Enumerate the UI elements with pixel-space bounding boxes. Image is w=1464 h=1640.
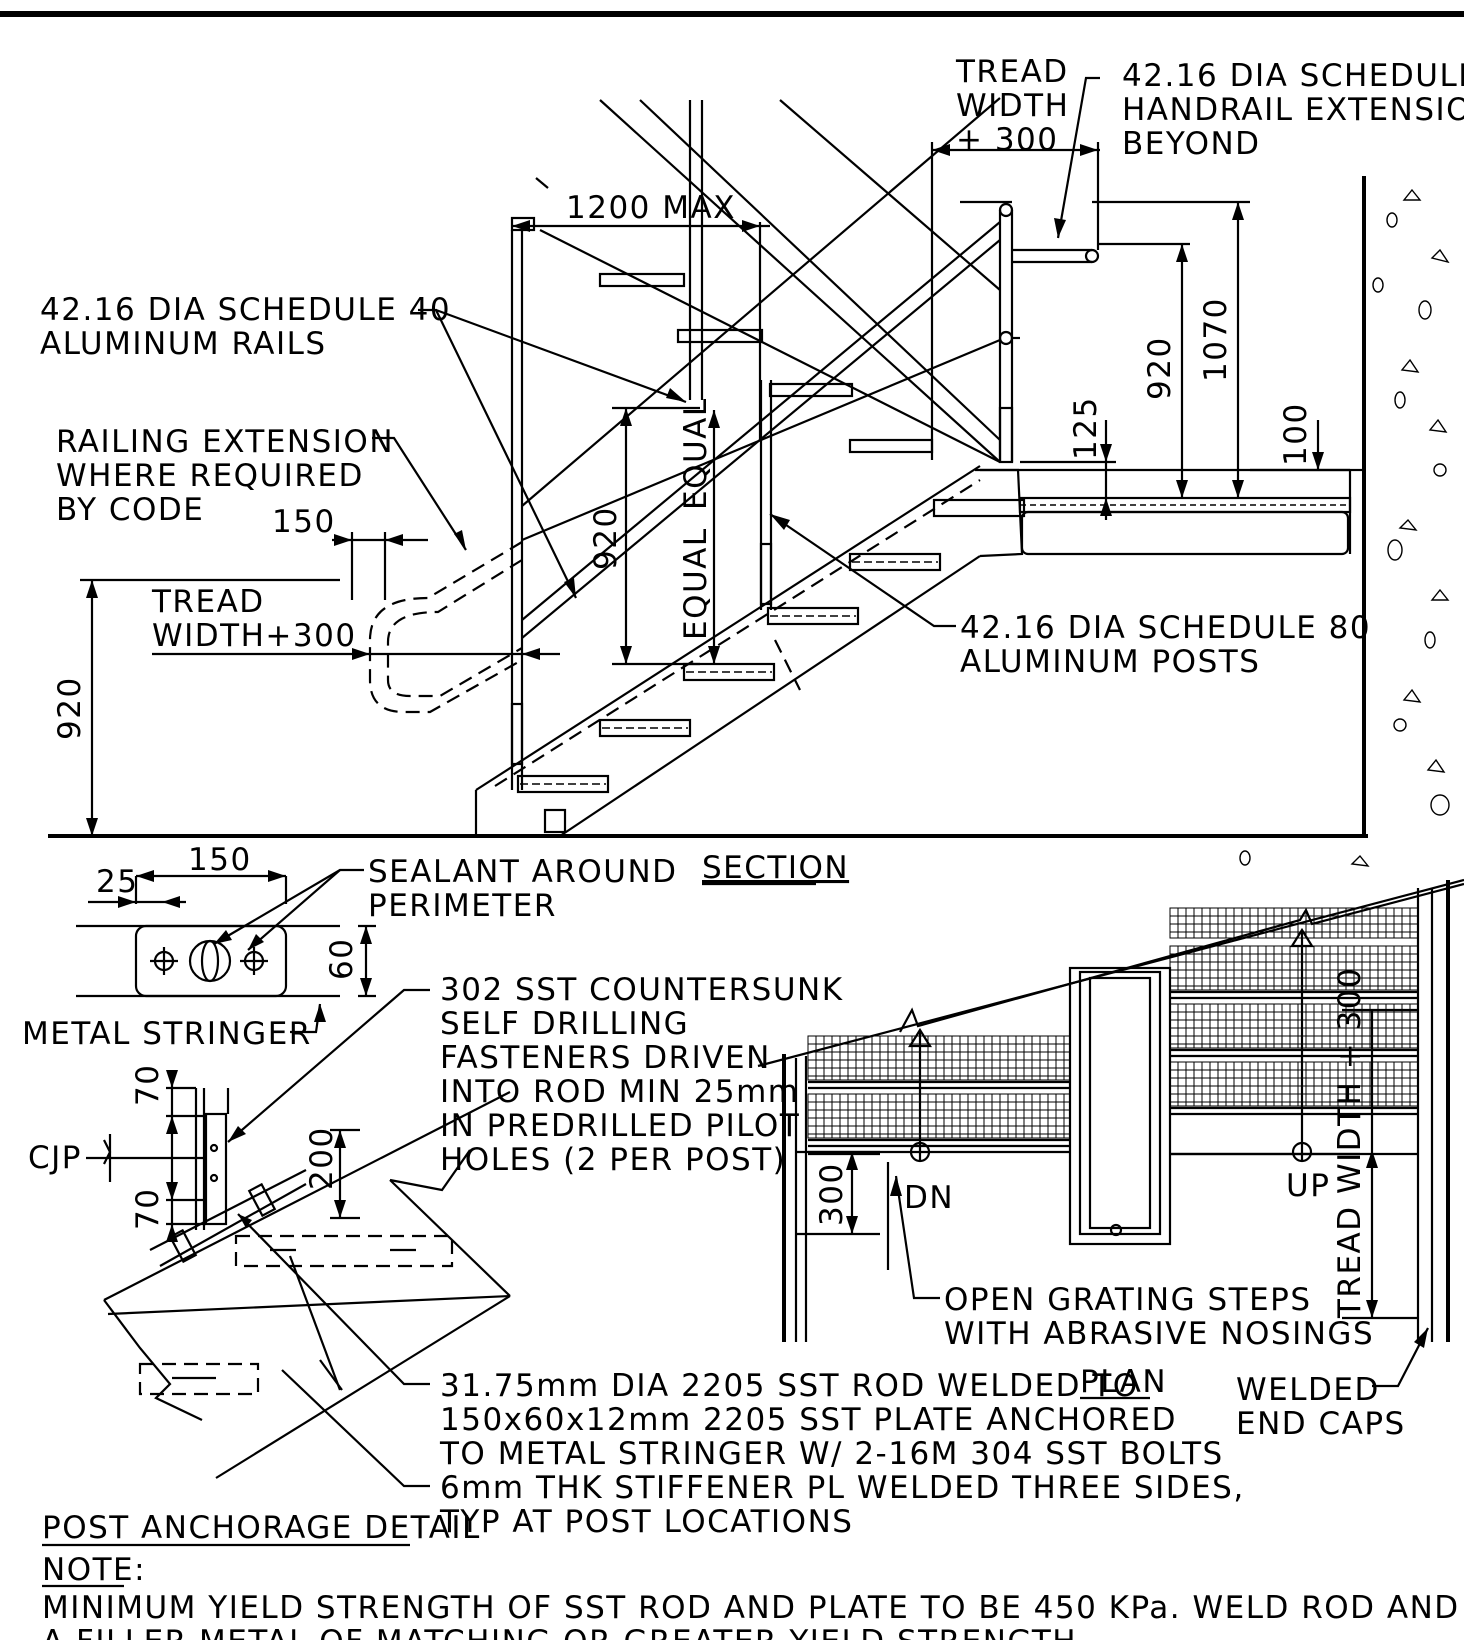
tread-width-top-3: + 300	[956, 122, 1059, 158]
fasteners-line6: HOLES (2 PER POST)	[440, 1142, 786, 1178]
fasteners-line2: SELF DRILLING	[440, 1006, 689, 1042]
fasteners-line4: INTO ROD MIN 25mm	[440, 1074, 799, 1110]
tread-width-left-2: WIDTH+300	[152, 618, 357, 654]
railing-extension	[368, 541, 523, 714]
posts-line1: 42.16 DIA SCHEDULE 80	[960, 610, 1371, 646]
dim-920-landing: 920	[1142, 336, 1178, 400]
fasteners-line3: FASTENERS DRIVEN	[440, 1040, 771, 1076]
concrete-hatch	[1239, 188, 1450, 867]
sealant-line1: SEALANT AROUND	[368, 854, 678, 890]
tread-width-top-1: TREAD	[955, 54, 1069, 90]
detail-dim-70a: 70	[130, 1064, 166, 1106]
dim-920-left: 920	[52, 676, 88, 740]
plan-tread-width: TREAD WIDTH + 300	[1332, 967, 1368, 1319]
plan-dim-300: 300	[814, 1162, 850, 1226]
posts-line2: ALUMINUM POSTS	[960, 644, 1260, 680]
grating-steps	[807, 907, 1419, 1139]
dim-920-mid: 920	[588, 506, 624, 570]
post-anchorage-title: POST ANCHORAGE DETAIL	[42, 1510, 481, 1546]
plan-view: DN UP 300 TREAD WIDTH + 300 OPEN GRATING…	[757, 878, 1464, 1442]
rod-line2: 150x60x12mm 2205 SST PLATE ANCHORED	[440, 1402, 1177, 1438]
stringer-bottom	[559, 555, 981, 837]
rod-line4: 6mm THK STIFFENER PL WELDED THREE SIDES,	[440, 1470, 1245, 1506]
tread-width-left-1: TREAD	[151, 584, 265, 620]
handrail-ext-line2: HANDRAIL EXTENSION	[1122, 92, 1464, 128]
stair-treads	[516, 498, 1026, 834]
dim-equal-1: EQUAL	[678, 527, 714, 640]
grating-line1: OPEN GRATING STEPS	[944, 1282, 1312, 1318]
dim-1200-max: 1200 MAX	[566, 190, 736, 226]
handrail-ext-line3: BEYOND	[1122, 126, 1261, 162]
detail-dim-150: 150	[188, 842, 252, 878]
dim-125: 125	[1068, 396, 1104, 460]
section-labels: 42.16 DIA SCHEDULE 4 HANDRAIL EXTENSION …	[40, 54, 1464, 886]
fasteners-line1: 302 SST COUNTERSUNK	[440, 972, 844, 1008]
railing-ext-line3: BY CODE	[56, 492, 204, 528]
section-title: SECTION	[702, 850, 849, 886]
plan-up: UP	[1286, 1168, 1330, 1204]
handrail-ext-line1: 42.16 DIA SCHEDULE 4	[1122, 58, 1464, 94]
cjp-label: CJP	[28, 1140, 82, 1176]
section-arrowheads	[86, 144, 1324, 836]
rod-line3: TO METAL STRINGER W/ 2-16M 304 SST BOLTS	[439, 1436, 1224, 1472]
note-line1: MINIMUM YIELD STRENGTH OF SST ROD AND PL…	[42, 1590, 1464, 1626]
grating-line2: WITH ABRASIVE NOSINGS	[944, 1316, 1374, 1352]
dim-equal-2: EQUAL	[678, 397, 714, 510]
dim-1070-landing: 1070	[1198, 297, 1234, 382]
stringer-top	[475, 465, 981, 791]
note-line2: A FILLER METAL OF MATCHING OR GREATER YI…	[42, 1624, 1088, 1640]
rod-line5: TYP AT POST LOCATIONS	[439, 1504, 853, 1540]
rod-line1: 31.75mm DIA 2205 SST ROD WELDED TO	[440, 1368, 1139, 1404]
rails-line1: 42.16 DIA SCHEDULE 40	[40, 292, 451, 328]
detail-dim-200: 200	[304, 1126, 340, 1190]
dim-150-ext: 150	[272, 504, 336, 540]
end-caps-line1: WELDED	[1236, 1372, 1380, 1408]
sealant-line2: PERIMETER	[368, 888, 557, 924]
metal-stringer-label: METAL STRINGER	[22, 1016, 312, 1052]
detail-dim-70b: 70	[130, 1188, 166, 1230]
section-dimensions	[80, 76, 1350, 836]
detail-dim-25: 25	[96, 864, 138, 900]
note-block: NOTE: MINIMUM YIELD STRENGTH OF SST ROD …	[42, 1552, 1464, 1640]
plan-dn: DN	[904, 1180, 954, 1216]
railing-ext-line1: RAILING EXTENSION	[56, 424, 394, 460]
fasteners-line5: IN PREDRILLED PILOT	[440, 1108, 800, 1144]
tread-width-top-2: WIDTH	[956, 88, 1069, 124]
end-caps-line2: END CAPS	[1236, 1406, 1406, 1442]
post-anchorage-detail: 150 25 60 70 70 200 CJP SEALANT AROUND P…	[22, 842, 1245, 1547]
detail-dim-60: 60	[324, 938, 360, 980]
railing-ext-line2: WHERE REQUIRED	[56, 458, 364, 494]
note-heading: NOTE:	[42, 1552, 146, 1588]
dim-100: 100	[1278, 402, 1314, 466]
rails-line2: ALUMINUM RAILS	[40, 326, 327, 362]
landing-beam	[1020, 510, 1350, 556]
plan-title: PLAN	[1080, 1364, 1167, 1400]
